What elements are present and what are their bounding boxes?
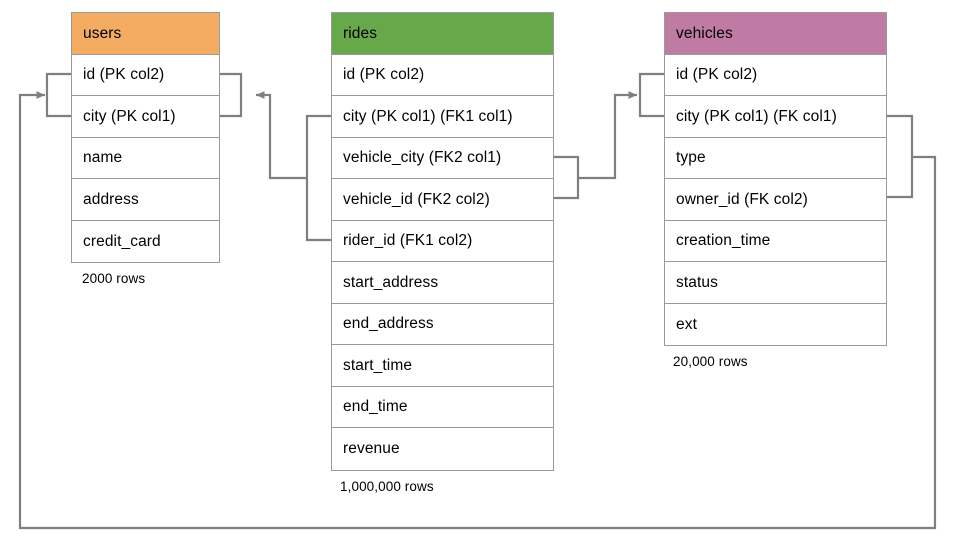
connector-users-left-bracket — [45, 72, 71, 118]
table-vehicles-column-city: city (PK col1) (FK col1) — [665, 96, 886, 138]
table-rides[interactable]: rides id (PK col2) city (PK col1) (FK1 c… — [331, 12, 554, 471]
table-vehicles-header: vehicles — [665, 13, 886, 55]
connector-vehicles-left-bracket — [638, 72, 664, 118]
connector-rides-fk1-bracket — [305, 114, 331, 242]
table-users-rows-label: 2000 rows — [82, 271, 146, 286]
table-vehicles-column-creation-time: creation_time — [665, 221, 886, 262]
table-rides-header: rides — [332, 13, 553, 55]
table-rides-rows-label: 1,000,000 rows — [340, 479, 434, 494]
table-rides-column-revenue: revenue — [343, 440, 400, 457]
table-rides-column-rider-id: rider_id (FK1 col2) — [332, 221, 553, 262]
table-rides-column-start-address: start_address — [332, 262, 553, 304]
table-vehicles[interactable]: vehicles id (PK col2) city (PK col1) (FK… — [664, 12, 887, 346]
table-vehicles-column-id: id (PK col2) — [665, 55, 886, 96]
table-rides-column-id: id (PK col2) — [332, 55, 553, 96]
table-rides-column-end-time: end_time — [332, 387, 553, 428]
table-vehicles-column-status: status — [665, 262, 886, 304]
table-users-column-city: city (PK col1) — [72, 96, 219, 138]
table-users-column-id: id (PK col2) — [72, 55, 219, 96]
table-vehicles-column-type: type — [665, 138, 886, 179]
connector-users-right-bracket — [220, 72, 243, 118]
table-vehicles-rows-label: 20,000 rows — [673, 354, 748, 369]
table-rides-column-vehicle-id: vehicle_id (FK2 col2) — [332, 179, 553, 221]
connector-rides-fk2-bracket — [554, 155, 580, 200]
table-vehicles-column-owner-id: owner_id (FK col2) — [665, 179, 886, 221]
connector-rides-fk1-to-users — [256, 91, 307, 180]
connector-vehicles-right-bracket — [887, 114, 914, 199]
table-rides-column-vehicle-city: vehicle_city (FK2 col1) — [332, 138, 553, 179]
table-vehicles-column-ext: ext — [676, 315, 697, 333]
table-rides-column-end-address: end_address — [332, 304, 553, 345]
table-users-column-name: name — [72, 138, 219, 179]
table-users-header: users — [72, 13, 219, 55]
connector-rides-fk2-to-vehicles — [578, 91, 637, 180]
table-users-column-credit-card: credit_card — [83, 232, 161, 250]
table-rides-column-city: city (PK col1) (FK1 col1) — [332, 96, 553, 138]
table-users-column-address: address — [72, 179, 219, 221]
table-rides-column-start-time: start_time — [332, 345, 553, 387]
table-users[interactable]: users id (PK col2) city (PK col1) name a… — [71, 12, 220, 263]
